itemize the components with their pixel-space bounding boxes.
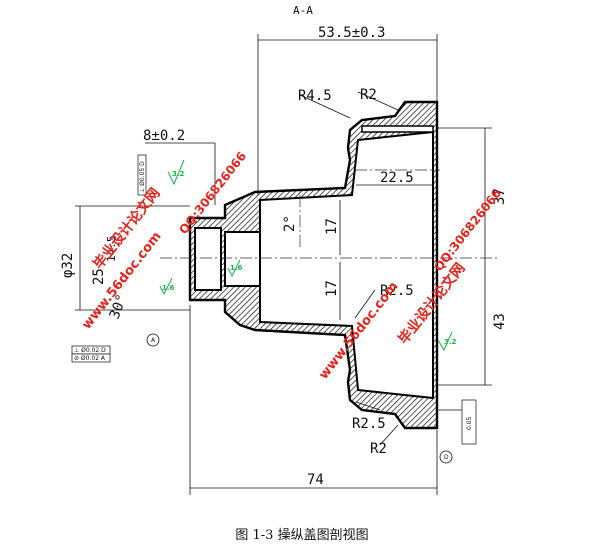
dimension-lines: [75, 34, 492, 495]
dim-17-bot: 17: [324, 280, 340, 297]
fcf-vertical: [137, 154, 147, 196]
dim-overall-bottom: 74: [307, 472, 324, 488]
watermark-qq-2: QQ:306826066: [431, 186, 504, 274]
dim-dia-32: φ32: [60, 253, 76, 278]
dim-overall-top: 53.5±0.3: [318, 25, 385, 41]
dim-right-37: 37: [492, 188, 508, 205]
datum-d: D: [444, 454, 449, 461]
datum-d-circle: [439, 450, 453, 464]
inner-cavity: [194, 130, 434, 400]
dim-groove-width: 8±0.2: [143, 128, 185, 144]
surface-mark-3: 1.6: [162, 284, 175, 292]
dim-r-bottom-corner: R2: [370, 441, 387, 457]
watermark-cn-1: 毕业设计论文网: [90, 185, 164, 273]
center-lines: [160, 169, 500, 259]
dim-offset-2: 2°: [282, 215, 298, 232]
dim-inner-depth: 22.5: [380, 170, 414, 186]
dim-r-top-corner: R2: [360, 87, 377, 103]
flatness-frame: [461, 399, 477, 445]
surface-mark-4: 3.2: [444, 338, 457, 346]
section-label: A-A: [293, 4, 313, 17]
dim-17-top: 17: [324, 218, 340, 235]
datum-a-circle: [146, 333, 160, 347]
fcf-vertical-text: ⊥ Ø0.05 D: [139, 161, 146, 193]
fcf-left: [71, 345, 111, 363]
dim-tiny-upper: 14.5: [105, 236, 118, 263]
dim-r-mid: R2.5: [380, 283, 414, 299]
datum-a: A: [151, 337, 156, 344]
fcf-row-1: ⊥ Ø0.02 D: [74, 347, 106, 354]
surface-marks: [159, 159, 453, 352]
dim-right-43: 43: [492, 313, 508, 330]
flatness-text: 0.05: [466, 416, 473, 430]
dim-r-top-fillet: R4.5: [298, 88, 332, 104]
dim-r-bottom-fillet: R2.5: [352, 416, 386, 432]
figure-caption: 图 1-3 操纵盖图剖视图: [235, 528, 369, 543]
surface-mark-2: 1.6: [230, 264, 243, 272]
surface-mark-1: 3.2: [172, 170, 185, 178]
fcf-row-2: ⊘ Ø0.02 A: [74, 355, 106, 362]
dim-dia-25: 25: [91, 268, 107, 285]
